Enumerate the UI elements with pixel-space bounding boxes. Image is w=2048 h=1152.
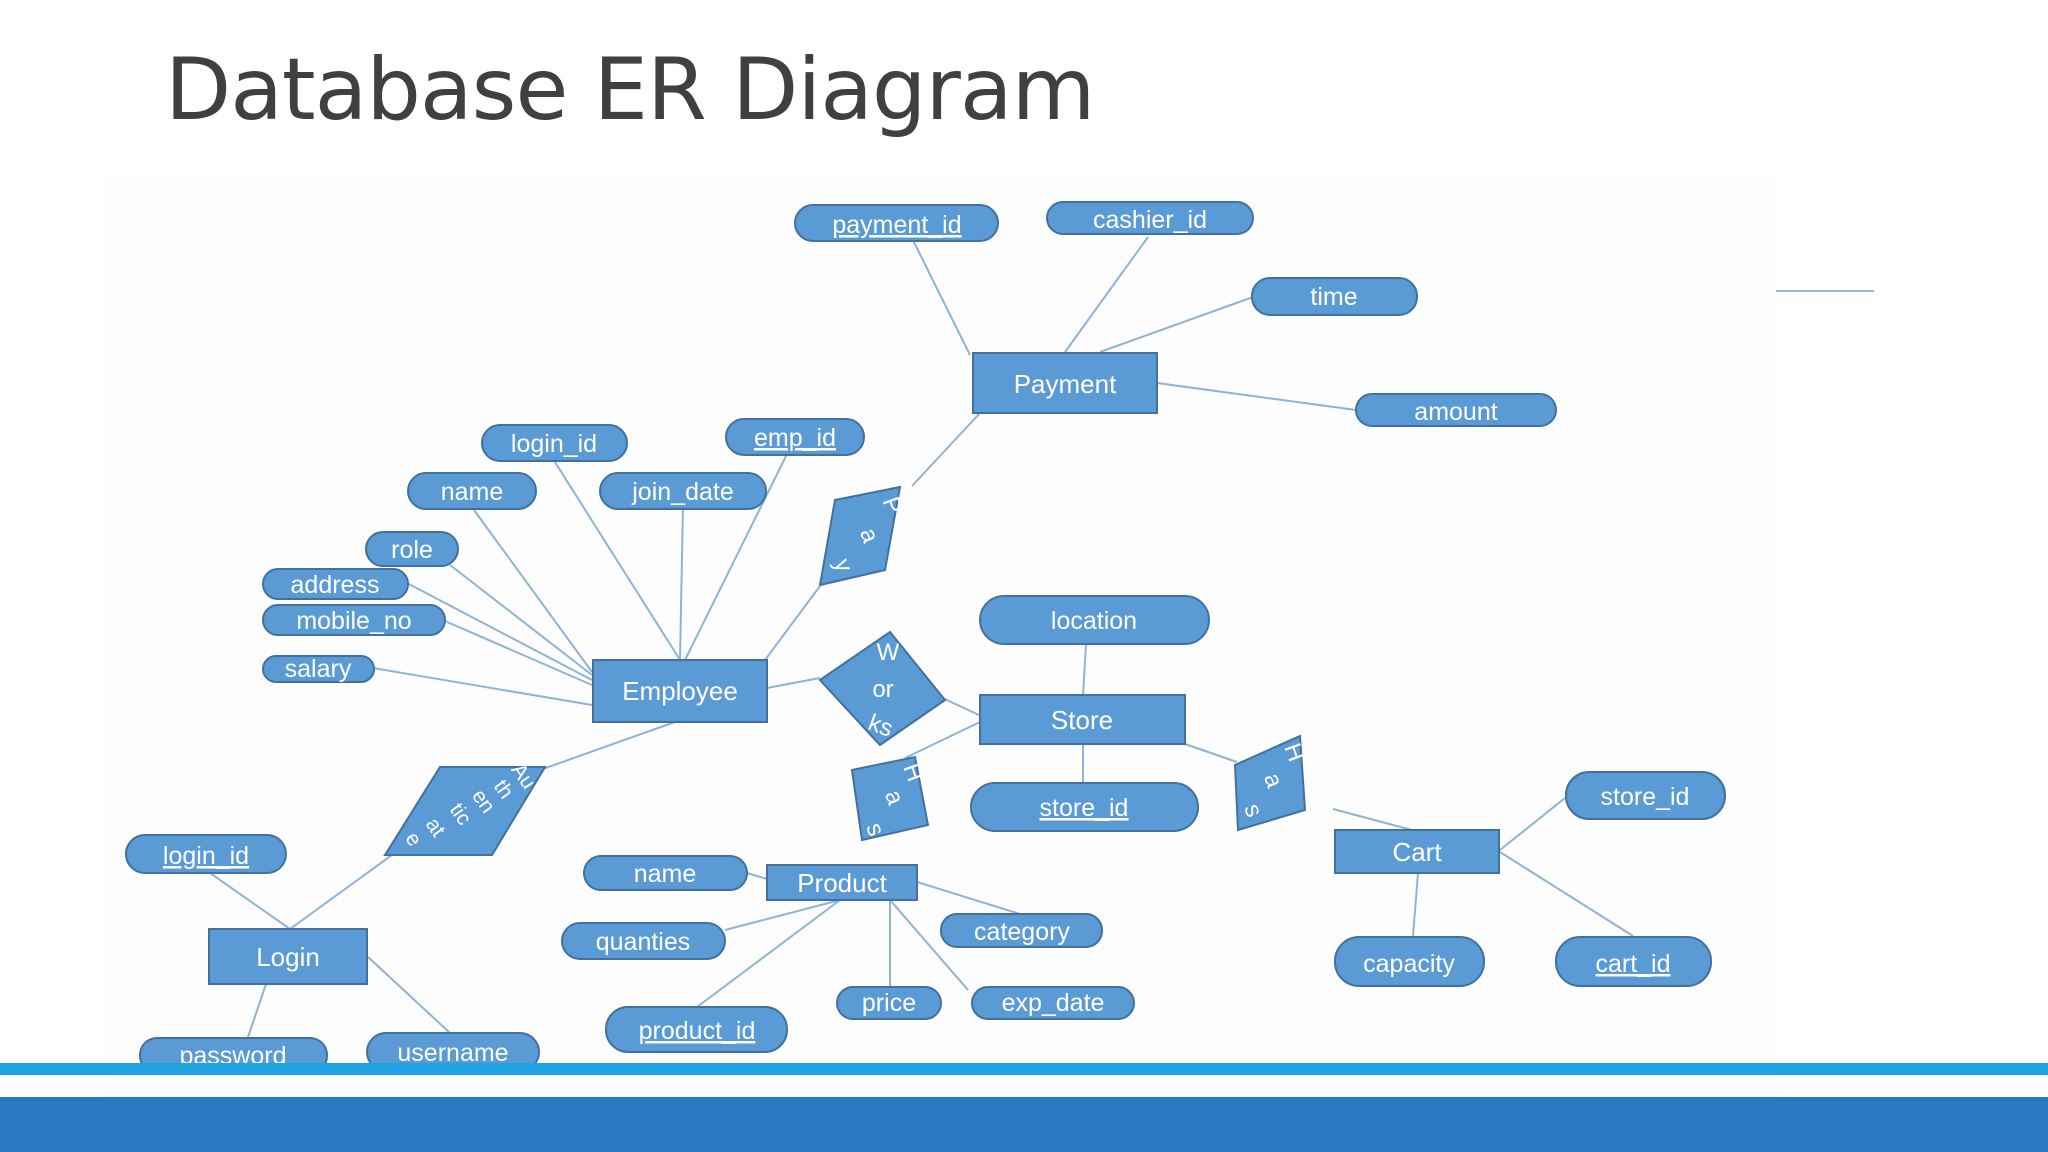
entity-login-label: Login — [256, 942, 320, 972]
attr-join-date — [599, 472, 767, 510]
price-label: price — [862, 989, 916, 1017]
emp-login-id-label: login_id — [511, 430, 597, 458]
attr-product-id — [605, 1006, 788, 1053]
amount-label: amount — [1414, 398, 1497, 426]
attr-location — [979, 595, 1210, 645]
product-id-label: product_id — [639, 1017, 756, 1045]
store-store-id-label: store_id — [1040, 794, 1129, 822]
entity-payment — [972, 352, 1158, 414]
attribute-shapes — [125, 201, 1726, 1074]
address-label: address — [291, 571, 380, 599]
attr-cart-store-id — [1565, 771, 1726, 820]
attr-role — [365, 531, 459, 567]
attr-exp-date — [971, 986, 1135, 1020]
rel-has-cart-shape — [1233, 734, 1307, 832]
rel-works-label-1: W — [877, 639, 900, 666]
mobile-no-label: mobile_no — [296, 607, 411, 635]
emp-id-label: emp_id — [754, 424, 836, 452]
attr-product-name — [583, 855, 748, 891]
attr-emp-id — [725, 418, 865, 456]
salary-label: salary — [285, 655, 352, 683]
attr-mobile-no — [262, 604, 446, 636]
attr-price — [836, 986, 942, 1020]
slide-title: Database ER Diagram — [165, 40, 1095, 140]
entity-login — [208, 928, 368, 985]
entity-employee-label: Employee — [622, 676, 738, 706]
entity-cart — [1334, 829, 1500, 874]
attr-payment-id — [794, 204, 999, 242]
join-date-label: join_date — [631, 478, 733, 506]
connector-lines — [209, 207, 1634, 1041]
attr-cashier-id — [1046, 201, 1254, 235]
attr-quanties — [561, 922, 726, 960]
attr-store-store-id — [970, 782, 1199, 832]
role-label: role — [391, 536, 433, 564]
attr-emp-name — [407, 472, 537, 510]
attribute-labels: payment_id cashier_id time amount login_… — [163, 206, 1690, 1070]
attr-emp-login-id — [481, 424, 628, 462]
entity-cart-label: Cart — [1392, 837, 1442, 867]
entity-store-label: Store — [1051, 705, 1113, 735]
entity-shapes — [208, 352, 1500, 985]
rel-has-product-shape — [850, 755, 930, 842]
location-label: location — [1051, 607, 1137, 635]
diagram-panel — [107, 175, 1777, 1098]
quanties-label: quanties — [596, 928, 691, 956]
emp-name-label: name — [441, 478, 504, 506]
attr-capacity — [1334, 936, 1485, 987]
attr-address — [262, 568, 409, 600]
rel-pay-shape — [818, 485, 902, 587]
attr-category — [940, 913, 1103, 948]
product-name-label: name — [634, 860, 697, 888]
cashier-id-label: cashier_id — [1093, 206, 1207, 234]
rel-works-label-2: or — [872, 676, 893, 703]
attr-time — [1251, 277, 1418, 316]
decorative-line — [1776, 290, 1874, 292]
entity-product — [766, 864, 918, 901]
relationship-shapes — [383, 485, 1307, 856]
cart-store-id-label: store_id — [1601, 783, 1690, 811]
category-label: category — [974, 918, 1070, 946]
attr-salary — [262, 655, 375, 683]
time-label: time — [1310, 283, 1357, 311]
cart-id-label: cart_id — [1595, 950, 1670, 978]
entity-store — [979, 694, 1186, 745]
login-login-id-label: login_id — [163, 842, 249, 870]
entity-employee — [592, 659, 768, 723]
exp-date-label: exp_date — [1002, 989, 1105, 1017]
attr-login-login-id — [125, 834, 287, 874]
footer-stripe-light — [0, 1063, 2048, 1075]
attr-amount — [1355, 393, 1557, 427]
entity-product-label: Product — [797, 868, 887, 898]
entity-payment-label: Payment — [1014, 369, 1117, 399]
rel-authenticate-shape — [383, 766, 547, 856]
username-label: username — [397, 1039, 508, 1067]
capacity-label: capacity — [1363, 950, 1455, 978]
rel-works-shape — [818, 630, 947, 747]
attr-cart-id — [1555, 936, 1712, 987]
payment-id-label: payment_id — [832, 211, 961, 239]
entity-labels: Payment Employee Store Product Cart Logi… — [256, 369, 1442, 972]
footer-stripe-dark — [0, 1097, 2048, 1152]
